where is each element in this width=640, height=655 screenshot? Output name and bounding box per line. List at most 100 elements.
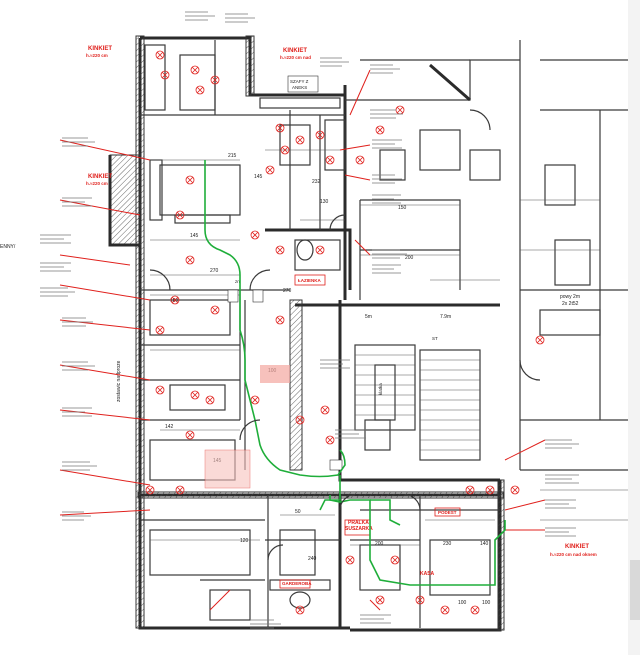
dim-label: 270 xyxy=(283,288,292,294)
light-point-cross xyxy=(156,51,164,59)
side-note: zostawic nadproze xyxy=(116,360,122,402)
light-point-cross xyxy=(276,316,284,324)
stairs-label: klatka xyxy=(378,383,383,395)
light-point-cross xyxy=(296,606,304,614)
light-point-icon xyxy=(440,605,450,615)
fine-print-notes xyxy=(40,11,579,629)
light-point-cross xyxy=(391,556,399,564)
light-point-cross xyxy=(486,486,494,494)
light-point-cross xyxy=(296,136,304,144)
light-point-icon xyxy=(465,485,475,495)
light-point-cross xyxy=(156,326,164,334)
light-point-icon xyxy=(415,595,425,605)
kinkiet-label: KINKIET xyxy=(88,46,112,52)
light-point-cross xyxy=(441,606,449,614)
light-point-cross xyxy=(316,131,324,139)
light-point-icon xyxy=(185,255,195,265)
light-point-icon xyxy=(485,485,495,495)
dim-label: 120 xyxy=(240,538,249,544)
light-point-icon xyxy=(320,405,330,415)
dim-label: 232 xyxy=(312,179,321,185)
light-point-cross xyxy=(191,66,199,74)
light-point-cross xyxy=(186,256,194,264)
light-point-icon xyxy=(280,145,290,155)
light-point-cross xyxy=(276,246,284,254)
light-point-icon xyxy=(155,385,165,395)
lazienka-label: ŁAZIENKA xyxy=(298,278,321,283)
light-point-icon xyxy=(470,605,480,615)
light-point-cross xyxy=(211,306,219,314)
light-point-cross xyxy=(191,391,199,399)
light-point-icon xyxy=(325,435,335,445)
light-point-icon xyxy=(355,155,365,165)
light-point-icon xyxy=(345,555,355,565)
light-point-icon xyxy=(325,155,335,165)
electrical-symbols xyxy=(145,50,545,615)
dim-label: 150 xyxy=(398,205,407,211)
light-point-cross xyxy=(326,436,334,444)
light-point-cross xyxy=(186,431,194,439)
light-point-icon xyxy=(155,325,165,335)
red-labels: KINKIET h.≈220 cm KINKIET h.≈220 cm nad … xyxy=(86,46,597,586)
kinkiet-label: KINKIET xyxy=(283,48,307,54)
light-point-cross xyxy=(266,166,274,174)
light-point-icon xyxy=(210,305,220,315)
light-point-cross xyxy=(466,486,474,494)
light-point-cross xyxy=(326,156,334,164)
light-point-cross xyxy=(356,156,364,164)
dim-label: 142 xyxy=(165,424,174,430)
light-point-icon xyxy=(295,415,305,425)
light-point-icon xyxy=(190,65,200,75)
light-point-cross xyxy=(186,176,194,184)
light-point-icon xyxy=(210,75,220,85)
light-point-cross xyxy=(316,246,324,254)
dim-label: 270 xyxy=(210,268,219,274)
dim-label: 50 xyxy=(295,509,301,515)
light-point-cross xyxy=(146,486,154,494)
dim-label: 240 xyxy=(308,556,317,562)
stairs-mark: ST xyxy=(432,336,438,341)
zn-label: zn xyxy=(235,279,240,284)
szafy-label: SZAFY Z xyxy=(290,79,309,84)
podest-label: PODEST xyxy=(438,510,457,515)
room-labels: SZAFY Z ANEKS 7.9m 5m powy 2m 2x 2t52 ST… xyxy=(0,75,580,402)
light-point-icon xyxy=(185,175,195,185)
inner-walls xyxy=(140,40,500,628)
kinkiet-sub-label: h.≈220 cm nad oknem xyxy=(550,552,597,557)
light-point-icon xyxy=(315,245,325,255)
dim-label: 230 xyxy=(443,541,452,547)
light-point-icon xyxy=(275,245,285,255)
light-point-cross xyxy=(396,106,404,114)
light-point-cross xyxy=(276,124,284,132)
dim-label: 145 xyxy=(254,174,263,180)
powy-label: powy 2m xyxy=(560,294,580,300)
light-point-icon xyxy=(295,605,305,615)
pralka-label: PRALKA xyxy=(348,520,369,526)
highlight-boxes xyxy=(204,274,461,589)
powy-sub-label: 2x 2t52 xyxy=(562,301,579,307)
light-point-icon xyxy=(205,395,215,405)
light-point-icon xyxy=(190,390,200,400)
light-point-cross xyxy=(251,396,259,404)
kitchen-units xyxy=(144,44,341,621)
light-point-icon xyxy=(275,123,285,133)
light-point-icon xyxy=(390,555,400,565)
light-point-icon xyxy=(275,315,285,325)
light-point-cross xyxy=(281,146,289,154)
light-point-cross xyxy=(196,86,204,94)
staircase: klatka xyxy=(354,344,481,461)
area-label: 7.9m xyxy=(440,314,451,320)
annotation-leaders xyxy=(59,69,546,611)
dim-label: 100 xyxy=(458,600,467,606)
light-point-cross xyxy=(536,336,544,344)
light-point-icon xyxy=(315,130,325,140)
light-point-icon xyxy=(145,485,155,495)
light-point-icon xyxy=(375,125,385,135)
kinkiet-sub-label: h.≈220 cm xyxy=(86,53,108,58)
door-arcs xyxy=(149,109,541,561)
dim-label: 145 xyxy=(190,233,199,239)
light-point-icon xyxy=(250,230,260,240)
light-point-icon xyxy=(250,395,260,405)
